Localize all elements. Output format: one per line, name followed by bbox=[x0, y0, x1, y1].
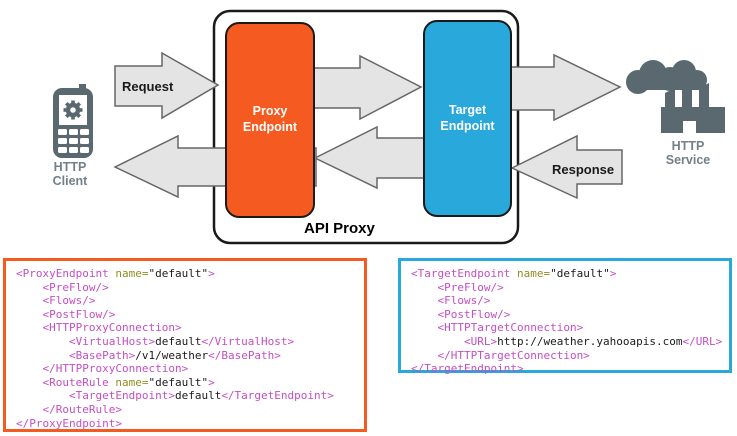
code-line: <TargetEndpoint name="default"> bbox=[411, 267, 617, 280]
code-line: <ProxyEndpoint name="default"> bbox=[16, 267, 215, 280]
code-line: <URL>http://weather.yahooapis.com</URL> bbox=[411, 334, 723, 348]
code-line: <TargetEndpoint>default</TargetEndpoint> bbox=[16, 389, 334, 403]
request-arrow bbox=[114, 51, 220, 120]
code-line: <PostFlow/> bbox=[411, 307, 511, 321]
target-endpoint-box: Target Endpoint bbox=[423, 20, 512, 217]
target-to-service-arrow bbox=[510, 53, 622, 122]
code-line: </HTTPProxyConnection> bbox=[16, 362, 189, 376]
proxy-endpoint-box: Proxy Endpoint bbox=[225, 22, 315, 218]
proxy-endpoint-label: Proxy Endpoint bbox=[242, 104, 298, 134]
code-line: <Flows/> bbox=[16, 294, 96, 308]
target-endpoint-label: Target Endpoint bbox=[440, 102, 495, 133]
request-label: Request bbox=[122, 79, 174, 94]
http-service-label: HTTP Service bbox=[665, 139, 711, 168]
target-endpoint-xml-block: <TargetEndpoint name="default"> <PreFlow… bbox=[398, 258, 732, 376]
response-arrow bbox=[510, 134, 623, 200]
response-label: Response bbox=[552, 162, 615, 177]
proxy-endpoint-xml-block: <ProxyEndpoint name="default"> <PreFlow/… bbox=[3, 258, 367, 432]
code-line: <PreFlow/> bbox=[411, 280, 504, 294]
http-client-label: HTTP Client bbox=[52, 160, 88, 189]
code-line: <VirtualHost>default</VirtualHost> bbox=[16, 334, 295, 348]
code-line: <PreFlow/> bbox=[16, 280, 109, 294]
code-line: <PostFlow/> bbox=[16, 307, 116, 321]
code-line: </ProxyEndpoint> bbox=[16, 416, 122, 430]
smoke-cloud-icon bbox=[626, 60, 707, 94]
proxy-to-target-arrow bbox=[312, 54, 423, 121]
code-line: <Flows/> bbox=[411, 294, 491, 308]
factory-icon bbox=[626, 60, 725, 133]
code-line: <RouteRule name="default"> bbox=[16, 375, 215, 389]
code-line: </HTTPTargetConnection> bbox=[411, 348, 590, 362]
gear-icon bbox=[63, 100, 83, 120]
mobile-phone-icon bbox=[53, 84, 93, 158]
api-proxy-label: API Proxy bbox=[304, 220, 375, 237]
code-line: </TargetEndpoint> bbox=[411, 362, 524, 376]
flow-diagram: Proxy Endpoint Target Endpoint Request R… bbox=[52, 9, 725, 245]
code-line: <HTTPProxyConnection> bbox=[16, 321, 182, 335]
code-line: <HTTPTargetConnection> bbox=[411, 321, 584, 335]
code-line: <BasePath>/v1/weather</BasePath> bbox=[16, 348, 281, 362]
code-line: </RouteRule> bbox=[16, 402, 122, 416]
